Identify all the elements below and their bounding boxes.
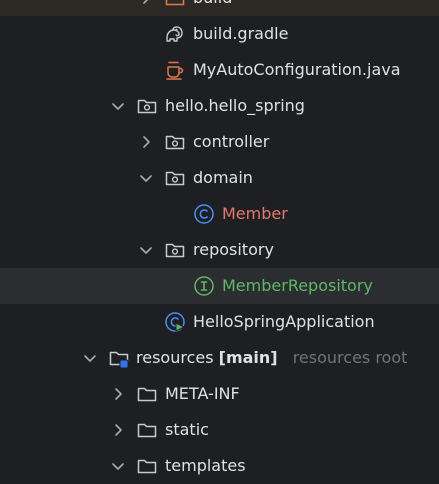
tree-item-label: repository bbox=[193, 240, 274, 259]
folder-icon bbox=[136, 383, 158, 405]
tree-item-hello-spring-application[interactable]: HelloSpringApplication bbox=[0, 304, 439, 340]
tree-item-label: MyAutoConfiguration.java bbox=[193, 60, 401, 79]
tree-item-repository[interactable]: repository bbox=[0, 232, 439, 268]
chevron-right-icon[interactable] bbox=[138, 134, 154, 150]
class-icon bbox=[193, 203, 215, 225]
tree-item-label: META-INF bbox=[165, 384, 240, 403]
tree-item-controller[interactable]: controller bbox=[0, 124, 439, 160]
package-icon bbox=[164, 239, 186, 261]
tree-item-member[interactable]: Member bbox=[0, 196, 439, 232]
tree-item-label: controller bbox=[193, 132, 270, 151]
folder-icon bbox=[136, 455, 158, 477]
tree-item-build-gradle[interactable]: build.gradle bbox=[0, 16, 439, 52]
root-hint: resources root bbox=[292, 348, 408, 367]
chevron-down-icon[interactable] bbox=[82, 350, 98, 366]
tree-item-resources[interactable]: resources [main] resources root bbox=[0, 340, 439, 376]
tree-item-label: MemberRepository bbox=[222, 276, 373, 295]
tree-item-label: resources bbox=[136, 348, 214, 367]
tree-item-label: domain bbox=[193, 168, 253, 187]
tree-item-build[interactable]: build bbox=[0, 0, 439, 16]
tree-item-package-hello-spring[interactable]: hello.hello_spring bbox=[0, 88, 439, 124]
tree-item-label: static bbox=[165, 420, 209, 439]
tree-item-label: Member bbox=[222, 204, 288, 223]
tree-item-label-group: resources [main] resources root bbox=[136, 348, 407, 367]
tree-item-label: build bbox=[193, 0, 232, 7]
interface-icon bbox=[193, 275, 215, 297]
package-icon bbox=[164, 167, 186, 189]
folder-icon bbox=[136, 419, 158, 441]
module-tag: [main] bbox=[218, 348, 278, 367]
chevron-down-icon[interactable] bbox=[110, 458, 126, 474]
chevron-down-icon[interactable] bbox=[110, 98, 126, 114]
chevron-right-icon[interactable] bbox=[110, 386, 126, 402]
chevron-down-icon[interactable] bbox=[138, 242, 154, 258]
tree-item-label: templates bbox=[165, 456, 246, 475]
gradle-icon bbox=[164, 23, 186, 45]
tree-item-meta-inf[interactable]: META-INF bbox=[0, 376, 439, 412]
package-icon bbox=[136, 95, 158, 117]
chevron-right-icon[interactable] bbox=[138, 0, 154, 6]
chevron-down-icon[interactable] bbox=[138, 170, 154, 186]
spring-boot-app-icon bbox=[164, 311, 186, 333]
tree-item-domain[interactable]: domain bbox=[0, 160, 439, 196]
tree-item-member-repository[interactable]: MemberRepository bbox=[0, 268, 439, 304]
chevron-right-icon[interactable] bbox=[110, 422, 126, 438]
tree-item-label: build.gradle bbox=[193, 24, 289, 43]
tree-item-label: HelloSpringApplication bbox=[193, 312, 375, 331]
tree-item-templates[interactable]: templates bbox=[0, 448, 439, 484]
package-icon bbox=[164, 131, 186, 153]
java-file-icon bbox=[164, 59, 186, 81]
folder-icon bbox=[164, 0, 186, 9]
resources-root-icon bbox=[108, 347, 130, 369]
tree-item-myautoconfiguration[interactable]: MyAutoConfiguration.java bbox=[0, 52, 439, 88]
tree-item-static[interactable]: static bbox=[0, 412, 439, 448]
tree-item-label: hello.hello_spring bbox=[165, 96, 305, 115]
